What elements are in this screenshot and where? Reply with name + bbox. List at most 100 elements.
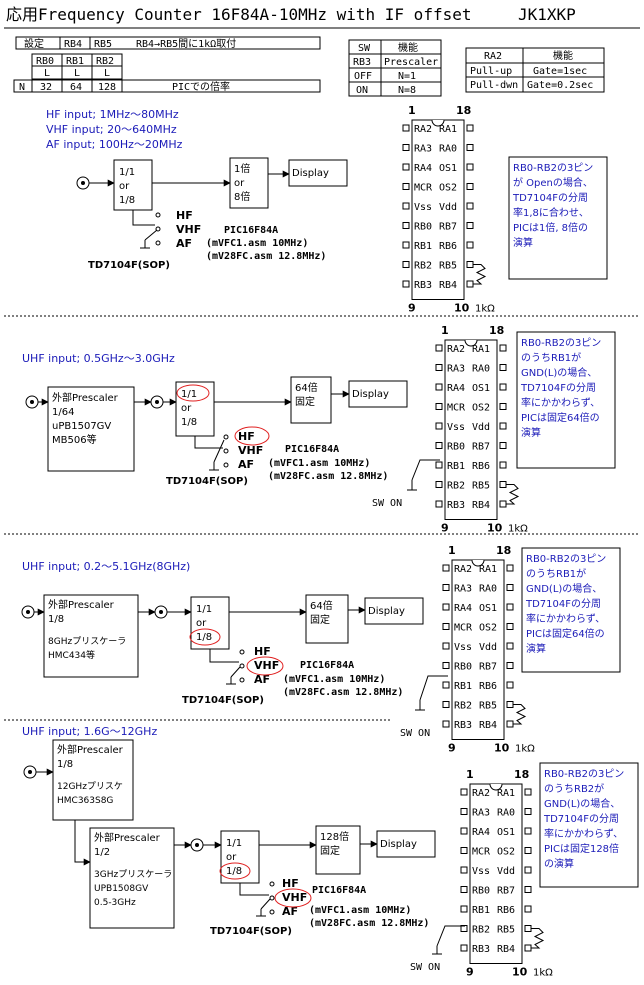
ic-pin-left [442, 720, 450, 728]
ic-pin-right [466, 124, 474, 132]
ic-pin-right-label: RA0 [497, 808, 515, 819]
ic-pin-right-label: RB4 [497, 944, 515, 955]
ic-pin-right [524, 925, 532, 932]
pic-multiplier-box [315, 825, 361, 875]
ic-pin-right-label: RB4 [479, 720, 497, 731]
prescaler-b-box [89, 827, 175, 929]
ic-pin-right-label: RA0 [472, 364, 490, 375]
sw-on-3: SW ON [400, 675, 448, 739]
svg-text:外部Prescaler: 外部Prescaler [52, 391, 119, 404]
svg-text:1/64: 1/64 [52, 407, 74, 418]
svg-text:0.5-3GHz: 0.5-3GHz [94, 898, 136, 908]
ic-pin-left-label: RB2 [447, 481, 465, 492]
svg-text:の演算: の演算 [544, 857, 574, 870]
ic-pin-right [506, 642, 514, 650]
settings-level-rb2: L [104, 68, 110, 79]
ic-pin-right [499, 364, 507, 371]
ra2-row-pullup: Pull-up [470, 66, 512, 77]
svg-text:PICは固定64倍の: PICは固定64倍の [526, 627, 605, 640]
section-2-uhf-3ghz: UHF input; 0.5GHz～3.0GHz 外部Prescaler 1/6… [22, 352, 408, 487]
ic-pin-right-label: OS1 [479, 603, 497, 614]
ic-pin-right [466, 241, 474, 249]
mult-line-3: 8倍 [234, 190, 250, 203]
ic-pin-right [506, 623, 514, 630]
svg-text:のうちRB1が: のうちRB1が [526, 567, 586, 580]
resistor-label: 1kΩ [515, 744, 535, 755]
resistor-label: 1kΩ [475, 304, 495, 315]
ic-pin-left-label: RB2 [414, 261, 432, 272]
mult-line-1: 1倍 [234, 162, 250, 175]
ic-pin-right [466, 144, 474, 151]
settings-mult-64: 64 [70, 82, 82, 93]
mult-line-2: or [234, 178, 245, 189]
ic-pin-left [460, 847, 468, 854]
ic-pin-right-label: Vdd [472, 422, 490, 433]
ic-pin-right [499, 442, 507, 449]
ic-pin-left-label: MCR [472, 847, 491, 858]
ic-pin-left-label: RB3 [472, 944, 490, 955]
ic-pin-9-label: 9 [466, 966, 474, 979]
ic-pin-1-label: 1 [441, 324, 449, 337]
ic-pin-left [442, 701, 450, 708]
ic-pin-right [466, 202, 474, 210]
svg-text:VHF: VHF [238, 444, 263, 457]
ic-pin-right [524, 944, 532, 952]
svg-text:外部Prescaler: 外部Prescaler [57, 743, 124, 756]
svg-text:1/8: 1/8 [181, 417, 197, 428]
ic-pin-left [402, 183, 410, 190]
ic-pin-right [524, 808, 532, 815]
ic-pin-right [499, 383, 507, 391]
input-af: AF input; 100Hz～20MHz [46, 138, 183, 151]
svg-text:外部Prescaler: 外部Prescaler [94, 831, 161, 844]
pic-multiplier-box [305, 594, 349, 644]
note-box-4 [539, 762, 639, 888]
ic-pin-right [506, 603, 514, 611]
svg-text:(mVFC1.asm 10MHz): (mVFC1.asm 10MHz) [309, 905, 411, 916]
ic-pin-right-label: RA1 [497, 788, 515, 799]
settings-row-n: N [19, 82, 25, 93]
ic-pin-right-label: OS2 [472, 403, 490, 414]
svg-text:PIC16F84A: PIC16F84A [312, 885, 366, 896]
svg-text:のうちRB2が: のうちRB2が [544, 782, 604, 795]
svg-text:TD7104Fの分周: TD7104Fの分周 [525, 598, 601, 610]
ic-pin-right-label: RA1 [472, 344, 490, 355]
highlight-ellipse [189, 628, 221, 646]
svg-text:演算: 演算 [513, 236, 533, 249]
prescaler-box [47, 386, 135, 472]
svg-text:固定: 固定 [295, 395, 315, 408]
ic-pin-right-label: RB7 [472, 442, 490, 453]
svg-text:8GHzプリスケーラ: 8GHzプリスケーラ [48, 636, 126, 647]
ic-pin-right [466, 280, 474, 288]
ic-pin-left-label: RA3 [454, 584, 472, 595]
ic-pin-right [524, 788, 532, 796]
sw-col-sw: SW [358, 43, 371, 54]
svg-text:固定: 固定 [310, 613, 330, 626]
ic-pin-right [499, 461, 507, 469]
settings-col-rb4: RB4 [64, 39, 82, 50]
ic-pin-left-label: RA2 [447, 344, 465, 355]
ic-pin-left-label: RA3 [472, 808, 490, 819]
sw-vhf: VHF [176, 223, 201, 236]
ic-pin-left [402, 261, 410, 268]
ic-pin-left [435, 500, 443, 508]
sw-on-4: SW ON [410, 925, 465, 973]
pic-name: PIC16F84A [224, 225, 278, 236]
svg-text:TD7104Fの分周: TD7104Fの分周 [520, 382, 596, 394]
ic-pin-right-label: OS2 [479, 623, 497, 634]
note-2-text: RB0-RB2の3ピン のうちRB1が GND(L)の場合、 TD7104Fの分… [520, 337, 601, 439]
svg-text:率にかかわらず、: 率にかかわらず、 [526, 612, 605, 625]
section-1-hf-vhf-af: HF input; 1MHz～80MHz VHF input; 20～640MH… [46, 108, 348, 271]
ic-pin-left-label: MCR [447, 403, 466, 414]
svg-text:SW ON: SW ON [372, 498, 402, 509]
svg-text:VHF: VHF [282, 891, 307, 904]
svg-text:外部Prescaler: 外部Prescaler [48, 598, 115, 611]
ic-pin-18-label: 18 [489, 324, 504, 337]
ic-pin-right [506, 681, 514, 689]
ic-pin-left [402, 124, 410, 132]
svg-text:率にかかわらず、: 率にかかわらず、 [544, 827, 623, 840]
ic-pin-right-label: RA1 [479, 564, 497, 575]
svg-text:演算: 演算 [526, 642, 546, 655]
ic-pin-left [402, 144, 410, 151]
ic-pin-18-label: 18 [514, 768, 529, 781]
